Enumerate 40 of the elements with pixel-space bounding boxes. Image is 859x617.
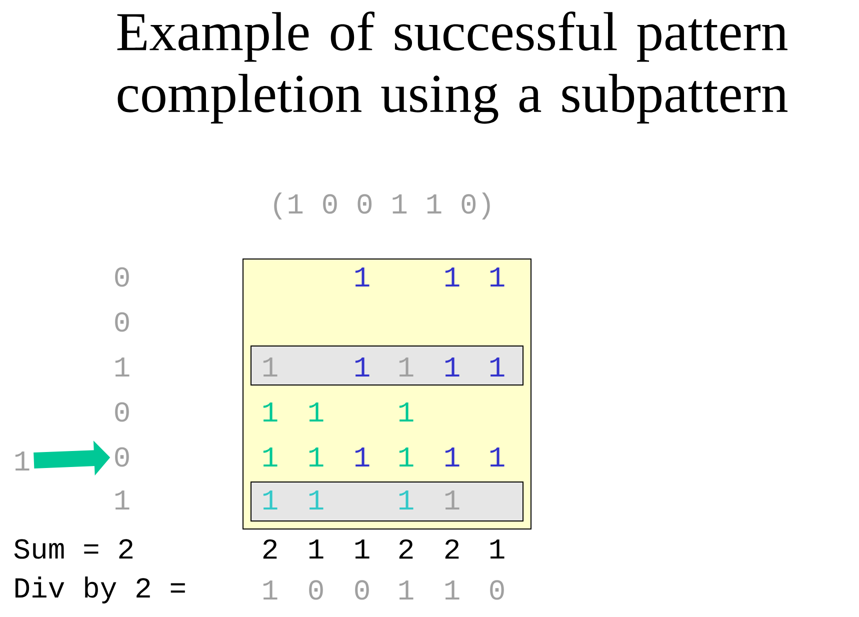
digit: 1 <box>263 402 278 422</box>
digit: 0 <box>115 447 129 467</box>
text: 0 <box>490 580 504 600</box>
text: 0 <box>309 580 323 600</box>
text: 1 <box>115 490 130 510</box>
digit: 1 <box>490 267 504 286</box>
text: 1 <box>445 580 460 600</box>
digit: 1 <box>445 357 460 376</box>
text: 0 <box>115 402 129 422</box>
shaded-band <box>250 346 524 386</box>
text: (1 0 0 1 1 0) <box>274 192 490 220</box>
digit: 1 <box>15 451 30 470</box>
digit: 1 <box>490 447 504 466</box>
digit: 1 <box>399 402 414 422</box>
digit: 1 <box>399 490 414 510</box>
text: Div by 2 = <box>16 576 185 604</box>
text: 1 <box>399 580 414 600</box>
digit: 1 <box>309 447 324 466</box>
text: 1 <box>115 357 130 376</box>
digit: 1 <box>309 402 324 422</box>
text: Sum = 2 <box>14 539 133 559</box>
digit: 1 <box>445 447 460 466</box>
text: 0 <box>355 580 369 600</box>
digit: 1 <box>355 267 370 286</box>
digit: 1 <box>263 490 278 510</box>
shaded-band <box>250 482 524 522</box>
digit: 1 <box>309 490 324 510</box>
digit: 1 <box>263 357 278 376</box>
digit: 1 <box>399 447 414 466</box>
title: Example of successful pattern completion using a subpattern <box>117 12 788 124</box>
digit: 1 <box>263 447 278 466</box>
digit: 1 <box>445 267 460 286</box>
text: 1 <box>263 580 278 600</box>
digit: 1 <box>355 447 370 466</box>
digit: 1 <box>490 357 504 376</box>
digit: 1 <box>399 357 414 376</box>
digit: 1 <box>445 490 460 510</box>
digit: 1 <box>355 357 370 376</box>
text: 0 <box>115 267 129 287</box>
text: 0 <box>115 312 129 332</box>
